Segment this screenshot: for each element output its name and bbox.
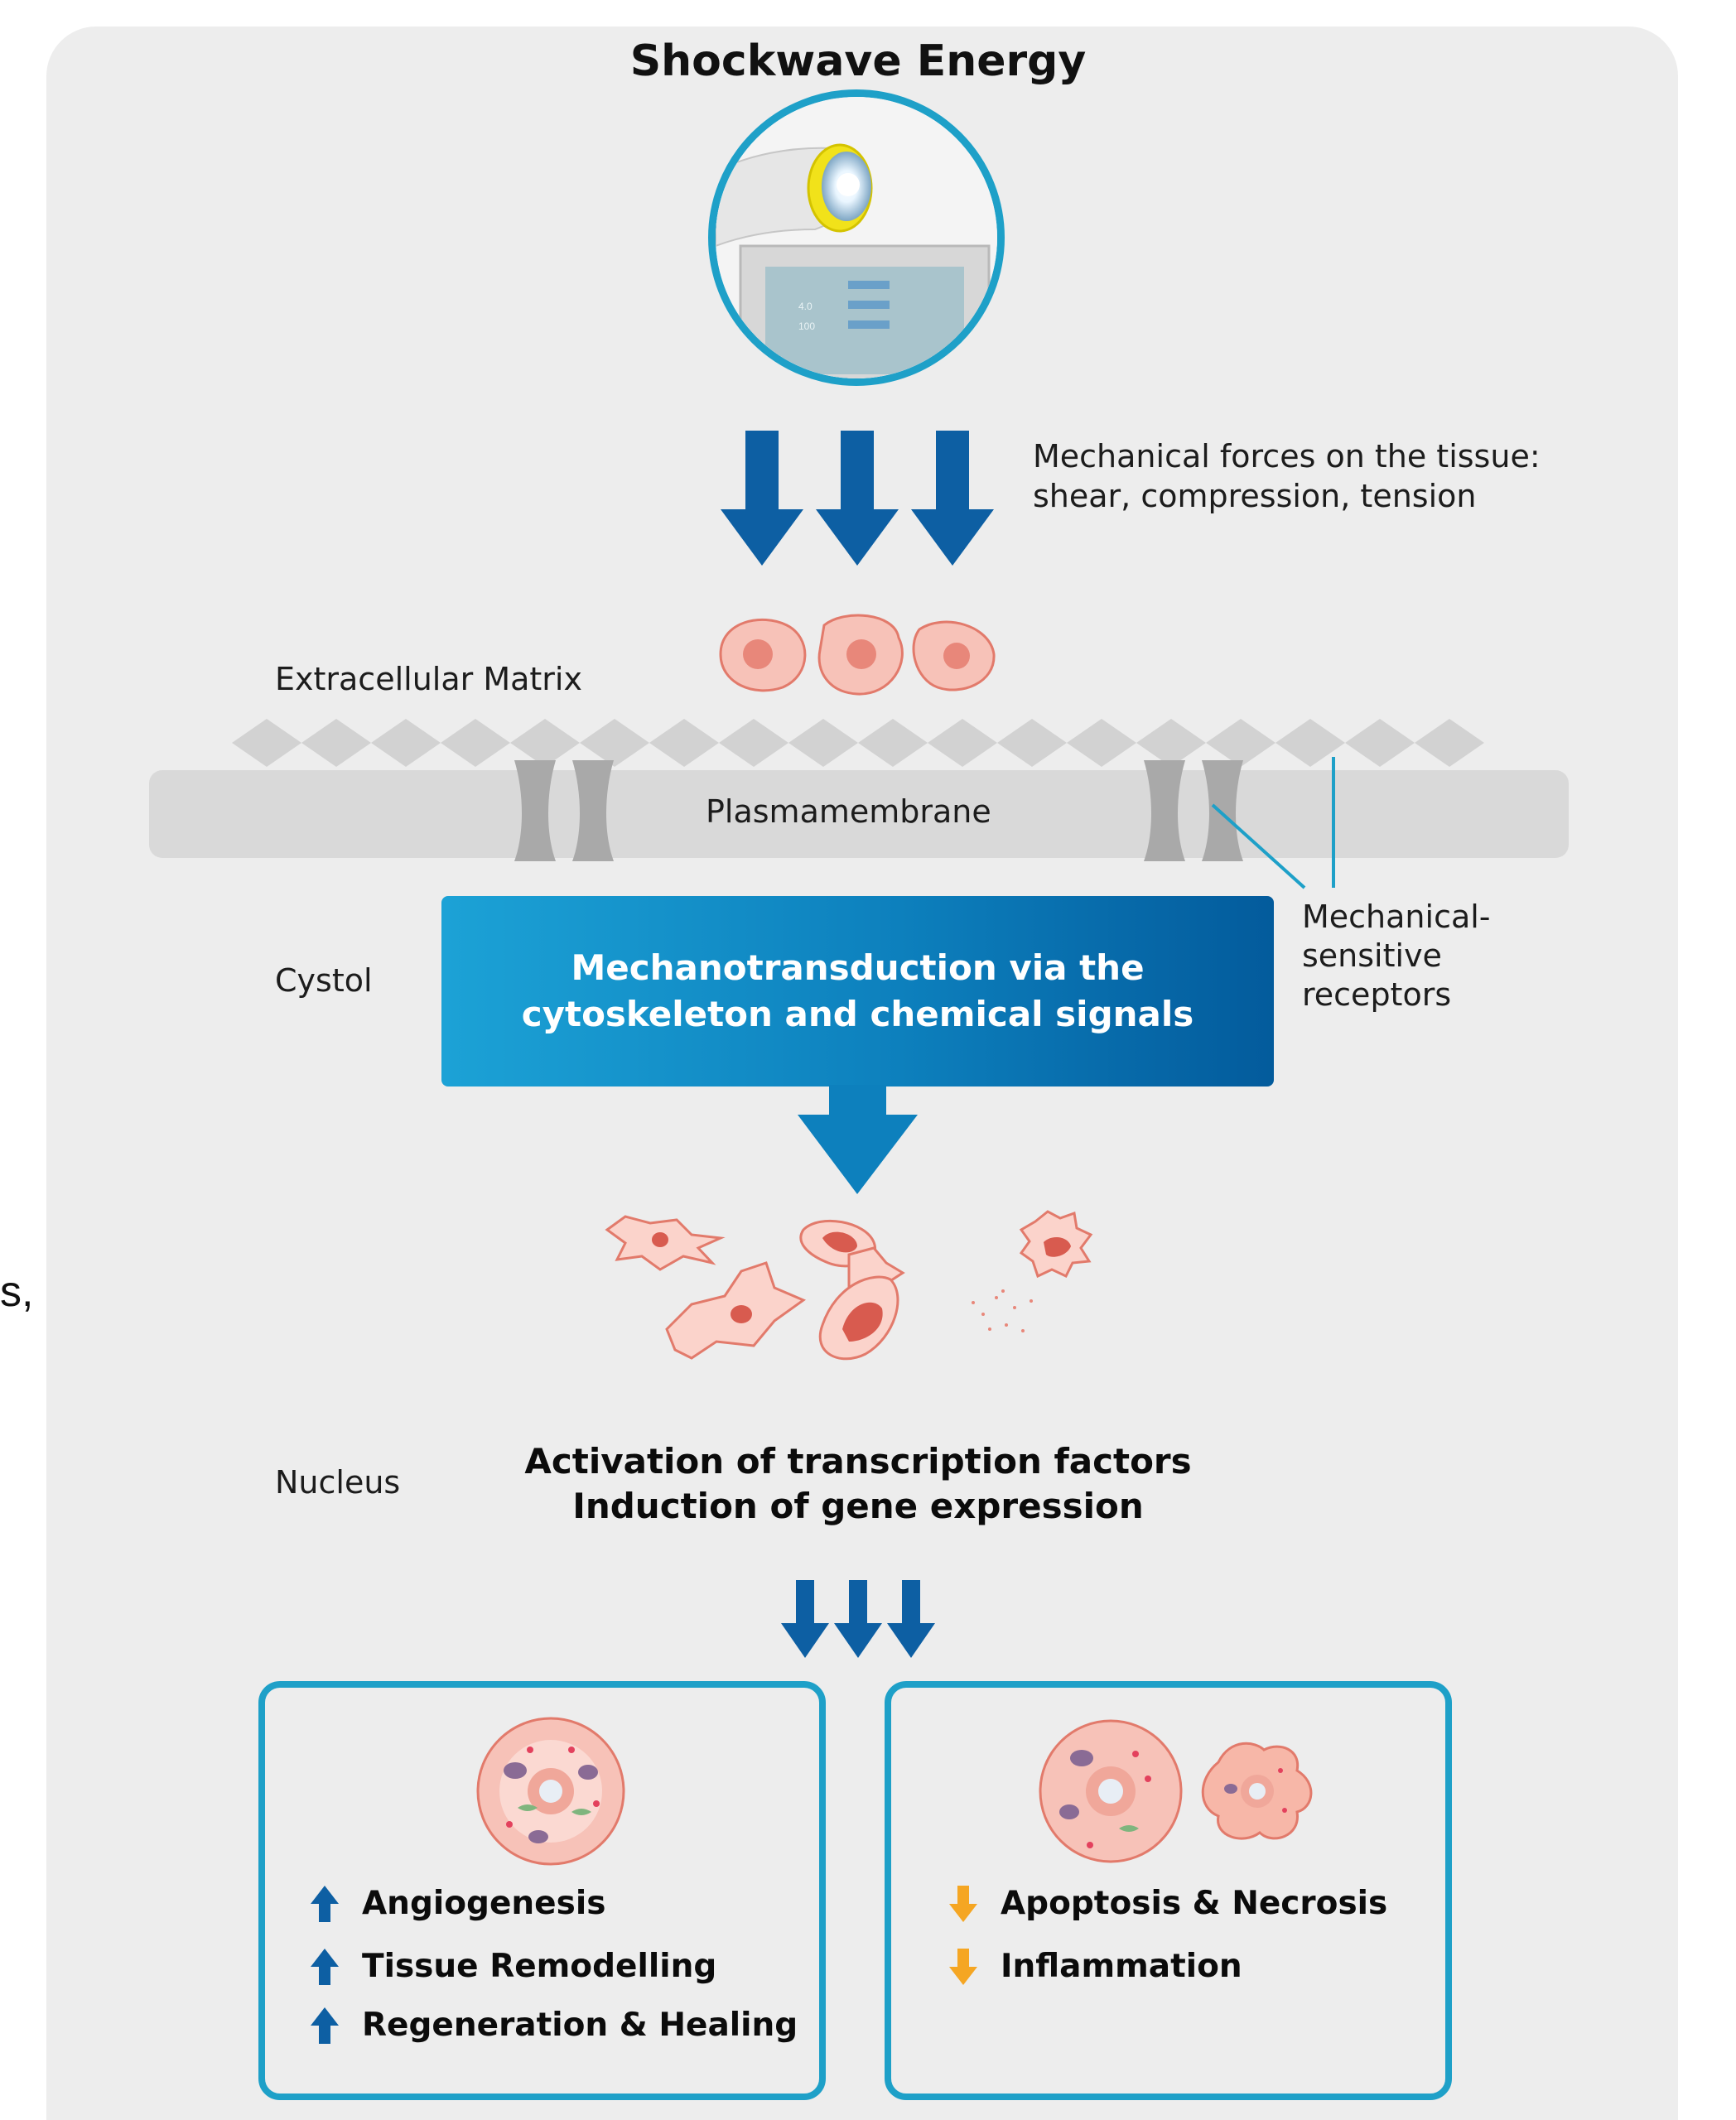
increase-effect-2: Tissue Remodelling: [311, 1948, 716, 1985]
channel-left-a: [514, 760, 556, 861]
arrow-group-forces: [721, 431, 994, 566]
matrix-diamond: [1275, 719, 1345, 767]
cystol-label: Cystol: [275, 962, 373, 999]
screen-reading-1: 4.0: [798, 301, 813, 312]
matrix-diamond: [232, 719, 301, 767]
increase-effect-3: Regeneration & Healing: [311, 2007, 798, 2044]
shockwave-device-image: 4.0 100: [708, 89, 1005, 386]
matrix-diamond: [1345, 719, 1415, 767]
activation-line-1: Activation of transcription factors: [524, 1441, 1192, 1482]
up-arrow-icon: [311, 1885, 339, 1922]
arrow-to-nucleus: [798, 1085, 918, 1194]
cell-3: [912, 620, 996, 691]
matrix-diamond: [858, 719, 928, 767]
activation-text: Activation of transcription factors Indu…: [444, 1439, 1272, 1529]
diagram-title: Shockwave Energy: [629, 36, 1087, 86]
decrease-effect-1: Apoptosis & Necrosis: [949, 1885, 1387, 1922]
mechanical-forces-text: Mechanical forces on the tissue: shear, …: [1033, 438, 1541, 514]
mechanotransduction-line-1: Mechanotransduction via the: [571, 947, 1145, 988]
up-arrow-icon: [311, 1948, 339, 1985]
mechanotransduction-box: Mechanotransduction via the cytoskeleton…: [441, 896, 1274, 1086]
channel-right-b: [1202, 760, 1243, 861]
activated-cells-cluster: [605, 1210, 1093, 1361]
small-down-arrow-1: [781, 1580, 829, 1658]
nucleus-label: Nucleus: [275, 1464, 401, 1501]
extracellular-matrix-label: Extracellular Matrix: [275, 661, 582, 697]
healthy-cell-icon: [476, 1717, 625, 1866]
arrow-group-outcomes: [781, 1580, 935, 1658]
cell-pair-icon: [1039, 1719, 1313, 1863]
up-arrow-icon: [311, 2007, 339, 2044]
matrix-diamond: [1415, 719, 1484, 767]
membrane-channels: [514, 760, 1243, 861]
activation-line-2: Induction of gene expression: [572, 1486, 1144, 1526]
decrease-effect-2: Inflammation: [949, 1948, 1242, 1985]
mechanotransduction-line-2: cytoskeleton and chemical signals: [521, 994, 1194, 1034]
matrix-diamond: [1067, 719, 1136, 767]
mechanical-sensitive-receptors-label: Mechanical- sensitive receptors: [1302, 899, 1491, 1013]
channel-left-b: [572, 760, 614, 861]
small-down-arrow-3: [887, 1580, 935, 1658]
down-arrow-large: [798, 1085, 918, 1194]
matrix-diamond: [441, 719, 510, 767]
down-arrow-2: [816, 431, 899, 566]
increase-effect-1: Angiogenesis: [311, 1885, 605, 1922]
receptor-leader-lines: [1211, 757, 1335, 889]
cells-top: [719, 614, 996, 696]
matrix-diamond: [788, 719, 858, 767]
channel-right-a: [1144, 760, 1185, 861]
small-down-arrow-2: [834, 1580, 882, 1658]
plasmamembrane-label: Plasmamembrane: [706, 793, 991, 830]
decrease-effects-box: Apoptosis & Necrosis Inflammation: [885, 1681, 1452, 2100]
down-arrow-1: [721, 431, 803, 566]
matrix-diamond: [510, 719, 580, 767]
matrix-diamond: [928, 719, 997, 767]
cropped-text: s,: [0, 1268, 34, 1316]
matrix-diamond: [649, 719, 719, 767]
matrix-diamond: [371, 719, 441, 767]
matrix-diamond: [1136, 719, 1206, 767]
matrix-diamond: [1206, 719, 1275, 767]
cell-2: [817, 614, 904, 696]
cell-1: [719, 619, 807, 692]
screen-reading-2: 100: [798, 320, 815, 332]
matrix-diamond: [719, 719, 788, 767]
extracellular-matrix-diamonds: [232, 719, 1484, 767]
down-arrow-icon: [949, 1885, 977, 1922]
down-arrow-icon: [949, 1948, 977, 1985]
down-arrow-3: [911, 431, 994, 566]
matrix-diamond: [997, 719, 1067, 767]
increase-effects-box: Angiogenesis Tissue Remodelling Regenera…: [258, 1681, 826, 2100]
matrix-diamond: [301, 719, 371, 767]
matrix-diamond: [580, 719, 649, 767]
